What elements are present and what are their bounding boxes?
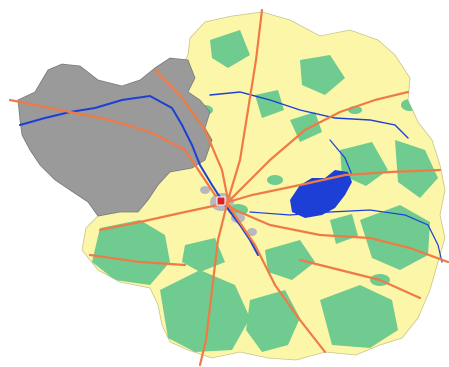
rivers bbox=[19, 91, 443, 263]
lake bbox=[290, 170, 352, 218]
city-marker[interactable] bbox=[216, 196, 226, 206]
neighbor-region bbox=[17, 57, 213, 217]
forest-areas bbox=[92, 30, 438, 352]
